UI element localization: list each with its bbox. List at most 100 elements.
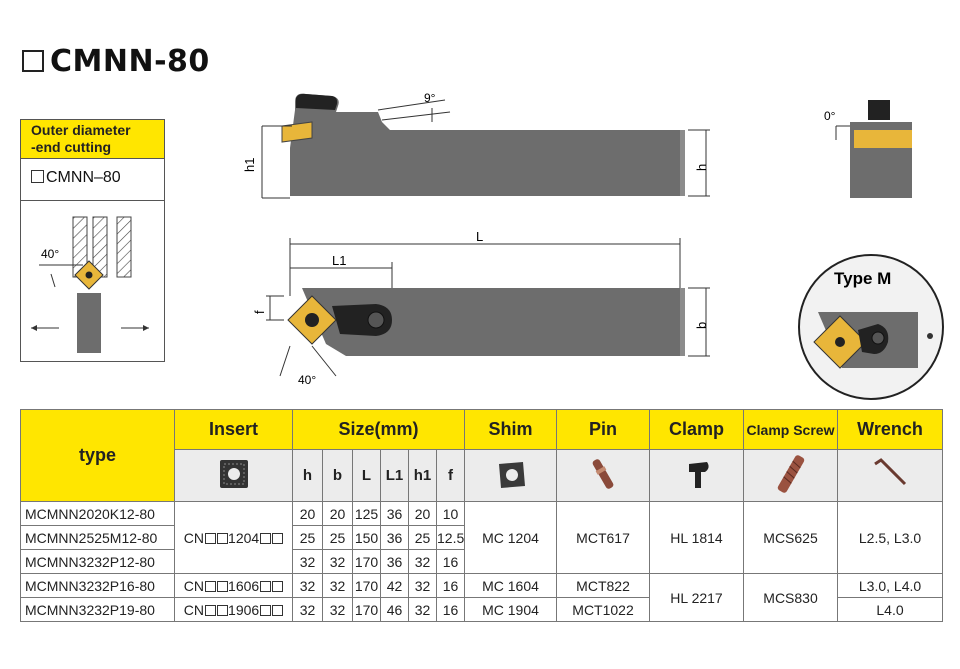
shank-end <box>680 288 685 356</box>
b-cell: 25 <box>322 525 353 550</box>
header-wrench: Wrench <box>837 409 944 450</box>
l1-cell: 46 <box>380 597 409 622</box>
square-symbol-icon <box>271 604 283 616</box>
header-clamp-screw: Clamp Screw <box>743 409 839 450</box>
table-row: MCMNN2525M12-80 25 25 150 36 25 12.5 <box>20 525 943 550</box>
dim-header-h1: h1 <box>408 449 437 502</box>
f-cell: 16 <box>435 597 466 622</box>
clamp-screw-image-cell <box>743 449 839 502</box>
h-cell: 20 <box>292 501 323 526</box>
h1-cell: 32 <box>408 573 437 598</box>
wrench-cell: L2.5, L3.0 <box>837 501 944 574</box>
insert-icon <box>219 460 248 488</box>
shank-end <box>680 130 685 196</box>
square-symbol-icon <box>204 604 216 616</box>
h1-cell: 20 <box>408 501 437 526</box>
tool-shank <box>77 293 101 353</box>
l1-cell: 36 <box>380 549 409 574</box>
l-cell: 150 <box>352 525 381 550</box>
shim-cell: MC 1604 <box>464 573 558 598</box>
wrench-image-cell <box>837 449 944 502</box>
type-m-label: Type M <box>834 269 891 288</box>
insert-hole <box>835 337 845 347</box>
wrench-cell: L4.0 <box>837 597 944 622</box>
application-diagram: 40° <box>31 216 149 353</box>
info-header: Outer diameter -end cutting <box>21 120 164 159</box>
square-symbol-icon <box>31 170 44 183</box>
angle-line <box>377 99 446 111</box>
type-cell: MCMNN3232P16-80 <box>20 573 175 598</box>
clamp-screw-icon <box>777 455 804 493</box>
l1-cell: 42 <box>380 573 409 598</box>
l-cell: 170 <box>352 573 381 598</box>
shim-image-cell <box>464 449 558 502</box>
square-symbol-icon <box>204 580 216 592</box>
top-view-drawing: L L1 f b 40° <box>252 229 710 387</box>
arrow-head <box>143 325 149 331</box>
header-pin: Pin <box>556 409 651 450</box>
insert-hole <box>85 271 93 279</box>
dim-header-l1: L1 <box>380 449 409 502</box>
h-cell: 32 <box>292 597 323 622</box>
square-symbol-icon <box>271 532 283 544</box>
marker-dot <box>927 333 933 339</box>
angle-label-top: 9° <box>424 91 436 105</box>
dim-header-f: f <box>435 449 466 502</box>
page-title: CMNN-80 <box>22 44 210 79</box>
type-m-detail: Type M <box>798 254 944 400</box>
clamp-screw-cell: MCS830 <box>743 573 839 622</box>
b-cell: 32 <box>322 549 353 574</box>
square-symbol-icon <box>204 532 216 544</box>
square-symbol-icon <box>271 580 283 592</box>
clamp-icon <box>688 462 709 488</box>
h-cell: 25 <box>292 525 323 550</box>
insert-shape <box>854 130 912 148</box>
clamp-cell: HL 1814 <box>649 501 745 574</box>
f-cell: 10 <box>435 501 466 526</box>
pin-icon <box>592 459 614 489</box>
holder-body <box>290 93 680 196</box>
header-insert: Insert <box>174 409 293 450</box>
shim-cell: MC 1904 <box>464 597 558 622</box>
shim-icon <box>498 462 525 488</box>
header-size: Size(mm) <box>291 409 466 450</box>
shim-cell: MC 1204 <box>464 501 558 574</box>
dim-label-h: h <box>694 164 709 171</box>
clamp-top <box>296 93 338 110</box>
pin-image-cell <box>556 449 651 502</box>
h1-cell: 32 <box>408 597 437 622</box>
f-cell: 16 <box>435 573 466 598</box>
h-cell: 32 <box>292 573 323 598</box>
header-type: type <box>20 409 175 502</box>
angle-label-bottom: 40° <box>298 373 316 387</box>
f-cell: 16 <box>435 549 466 574</box>
pin-cell: MCT1022 <box>556 597 651 622</box>
f-cell: 12.5 <box>435 525 466 550</box>
angle-line <box>279 345 291 377</box>
dim-header-b: b <box>322 449 353 502</box>
dim-header-l: L <box>352 449 381 502</box>
type-cell: MCMNN3232P19-80 <box>20 597 175 622</box>
side-view-drawing: h1 h 9° <box>242 91 710 199</box>
h1-cell: 32 <box>408 549 437 574</box>
type-cell: MCMNN2020K12-80 <box>20 501 175 526</box>
angle-label: 40° <box>41 247 59 261</box>
l1-cell: 36 <box>380 501 409 526</box>
end-view-drawing: 0° <box>824 100 912 198</box>
info-subtitle: CMNN–80 <box>21 159 164 201</box>
square-symbol-icon <box>259 532 271 544</box>
holder-body <box>302 288 680 356</box>
wrench-cell: L3.0, L4.0 <box>837 573 944 598</box>
b-cell: 20 <box>322 501 353 526</box>
dim-header-h: h <box>292 449 323 502</box>
square-symbol-icon <box>259 580 271 592</box>
b-cell: 32 <box>322 573 353 598</box>
h-cell: 32 <box>292 549 323 574</box>
header-shim: Shim <box>464 409 558 450</box>
dim-label-b: b <box>694 322 709 329</box>
type-cell: MCMNN2525M12-80 <box>20 525 175 550</box>
